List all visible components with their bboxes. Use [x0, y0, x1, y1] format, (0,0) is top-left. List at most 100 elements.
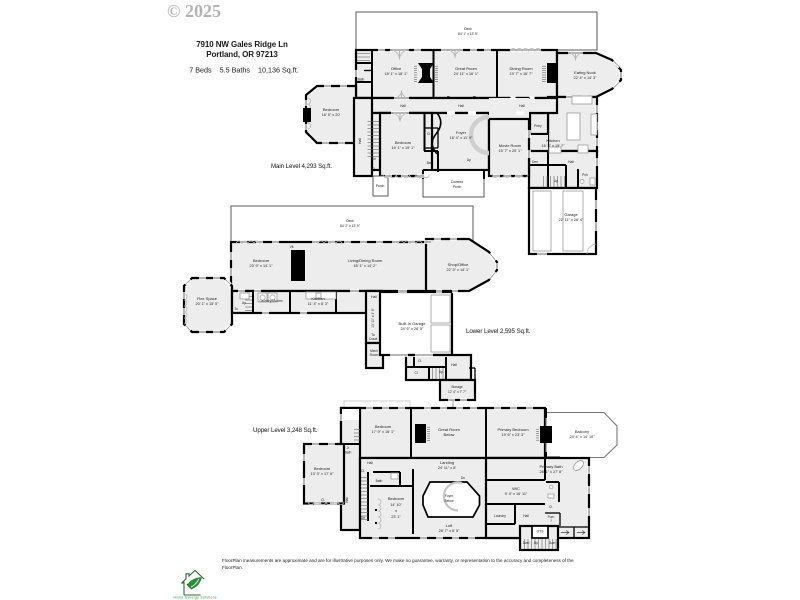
svg-text:Dining Room: Dining Room: [509, 66, 533, 71]
svg-text:23' 9" x 14' 1": 23' 9" x 14' 1": [250, 264, 274, 268]
svg-text:24' 11" x 16' 1": 24' 11" x 16' 1": [454, 72, 479, 76]
svg-text:Garage: Garage: [564, 212, 578, 217]
svg-text:Balcony: Balcony: [575, 429, 589, 434]
svg-text:Hall: Hall: [371, 295, 377, 299]
svg-text:84' 2" x 13' 9": 84' 2" x 13' 9": [340, 224, 361, 228]
svg-text:18' 1" x 18' 1": 18' 1" x 18' 1": [385, 72, 409, 76]
svg-text:Built-In Garage: Built-In Garage: [399, 321, 427, 326]
svg-text:Eating Nook: Eating Nook: [574, 70, 596, 75]
svg-text:24' 11" x 8': 24' 11" x 8': [438, 466, 456, 470]
svg-text:Shop/Office: Shop/Office: [448, 262, 470, 267]
svg-text:Lower Level 2,595 Sq.ft.: Lower Level 2,595 Sq.ft.: [466, 328, 531, 335]
svg-text:22' 11" x 26' 4": 22' 11" x 26' 4": [559, 218, 584, 222]
svg-text:Up: Up: [439, 370, 443, 374]
svg-text:Hall: Hall: [345, 497, 349, 503]
svg-text:Bedroom: Bedroom: [323, 107, 340, 112]
svg-text:7910 NW Gales Ridge Ln: 7910 NW Gales Ridge Ln: [196, 40, 288, 49]
svg-text:Dn: Dn: [372, 157, 376, 161]
svg-text:FloorPlan measurements are app: FloorPlan measurements are approximate a…: [222, 558, 574, 563]
svg-text:Up: Up: [242, 301, 246, 305]
svg-text:Cl.: Cl.: [372, 167, 376, 171]
svg-text:Primary Bedroom: Primary Bedroom: [497, 427, 529, 432]
svg-text:28' 1" x 27' 8": 28' 1" x 27' 8": [540, 470, 564, 474]
svg-text:84' 1" x 13' 9": 84' 1" x 13' 9": [458, 32, 479, 36]
svg-text:Main Level 4,293 Sq.ft.: Main Level 4,293 Sq.ft.: [271, 163, 332, 170]
svg-text:Hall: Hall: [458, 104, 464, 108]
svg-text:Great Room: Great Room: [455, 66, 477, 71]
svg-text:16' 5" x 20': 16' 5" x 20': [322, 113, 341, 117]
svg-text:© 2025: © 2025: [167, 1, 221, 21]
svg-text:Kitchen: Kitchen: [311, 296, 324, 301]
svg-text:9' 4" x 16' 11": 9' 4" x 16' 11": [505, 492, 528, 496]
svg-text:Bath: Bath: [358, 78, 365, 82]
svg-text:Cl.: Cl.: [361, 469, 365, 473]
svg-text:Crawl: Crawl: [232, 311, 241, 315]
svg-text:7 Beds 5.5 Baths 10,136: 7 Beds 5.5 Baths 10,136 Sq.ft.: [189, 66, 298, 75]
svg-text:Below: Below: [444, 432, 455, 437]
svg-text:Deck: Deck: [464, 27, 472, 31]
svg-text:Jr: Jr: [347, 446, 351, 450]
svg-text:Cl: Cl: [414, 371, 417, 375]
svg-text:28' 7" x 6' 5": 28' 7" x 6' 5": [439, 529, 460, 533]
svg-text:22' 3" x 14' 1": 22' 3" x 14' 1": [447, 268, 471, 272]
svg-text:Upper Level 3,248 Sq.ft.: Upper Level 3,248 Sq.ft.: [253, 427, 318, 434]
svg-text:Mech: Mech: [370, 349, 378, 353]
svg-text:Office: Office: [391, 66, 402, 71]
svg-text:20' 1" x 15' 5": 20' 1" x 15' 5": [196, 302, 220, 306]
svg-text:Bedroom: Bedroom: [314, 466, 331, 471]
svg-text:Hall: Hall: [523, 514, 529, 518]
svg-text:Below: Below: [445, 499, 455, 503]
svg-text:Home Synergy Solutions: Home Synergy Solutions: [174, 596, 217, 600]
svg-text:Cl.: Cl.: [418, 359, 422, 363]
svg-text:Bath: Bath: [427, 161, 434, 165]
svg-text:19' 6" x 23' 3": 19' 6" x 23' 3": [502, 433, 526, 437]
svg-text:Porch: Porch: [376, 184, 385, 188]
svg-text:Primary Bath: Primary Bath: [539, 464, 562, 469]
svg-text:Cl.: Cl.: [427, 132, 431, 136]
svg-text:Up: Up: [467, 158, 471, 162]
svg-text:Cl.: Cl.: [549, 505, 553, 509]
svg-text:Great Room: Great Room: [438, 427, 460, 432]
svg-text:22' 4" x 14' 3": 22' 4" x 14' 3": [574, 76, 598, 80]
svg-text:Dwn: Dwn: [523, 541, 530, 545]
svg-text:16' 3" x 19' 7": 16' 3" x 19' 7": [542, 144, 566, 148]
svg-text:Bedroom: Bedroom: [375, 424, 392, 429]
svg-text:Movie Room: Movie Room: [499, 143, 522, 148]
svg-text:Dn: Dn: [361, 516, 365, 520]
svg-text:WIC: WIC: [512, 486, 520, 491]
svg-text:OTS: OTS: [537, 530, 545, 534]
svg-text:Bath: Bath: [345, 451, 352, 455]
svg-text:Up: Up: [534, 541, 538, 545]
svg-text:Pch: Pch: [582, 173, 588, 177]
svg-text:16' 1" x 19' 1": 16' 1" x 19' 1": [392, 146, 416, 150]
svg-text:Living/Dining Room: Living/Dining Room: [348, 258, 383, 263]
svg-text:Cl.: Cl.: [321, 498, 325, 502]
svg-text:Vlt.: Vlt.: [290, 245, 295, 249]
svg-text:15' 7" x 20' 1": 15' 7" x 20' 1": [499, 149, 523, 153]
svg-text:Bedroom: Bedroom: [395, 140, 412, 145]
svg-text:Hall: Hall: [451, 363, 457, 367]
svg-text:13' 11" x 3' 6": 13' 11" x 3' 6": [371, 307, 375, 327]
svg-text:17' 9" x 16' 1": 17' 9" x 16' 1": [372, 430, 396, 434]
svg-text:Deck: Deck: [346, 219, 354, 223]
svg-text:11' 4" x 8' 3": 11' 4" x 8' 3": [308, 302, 329, 306]
svg-text:Pntry: Pntry: [534, 124, 542, 128]
svg-text:19' 7" x 16' 7": 19' 7" x 16' 7": [510, 72, 534, 76]
svg-text:Flex Space: Flex Space: [197, 296, 218, 301]
svg-text:FloorPlan.: FloorPlan.: [222, 565, 243, 570]
svg-text:45' 1" x 14' 2": 45' 1" x 14' 2": [354, 264, 378, 268]
svg-text:Dwn: Dwn: [549, 541, 556, 545]
svg-text:Kitchen: Kitchen: [546, 138, 559, 143]
svg-text:x: x: [395, 509, 397, 513]
svg-text:Portland, OR 97213: Portland, OR 97213: [206, 50, 278, 59]
svg-text:Crawl: Crawl: [369, 337, 378, 341]
svg-text:12' 4" x 7' 7": 12' 4" x 7' 7": [448, 390, 467, 394]
svg-text:Hall: Hall: [519, 104, 525, 108]
svg-text:Laundry/Mudrm: Laundry/Mudrm: [259, 299, 282, 303]
svg-text:Up: Up: [554, 179, 558, 183]
svg-text:Furn: Furn: [548, 515, 555, 519]
svg-text:Room: Room: [370, 353, 379, 357]
svg-text:Hall: Hall: [358, 138, 362, 144]
svg-text:13' 3" x 17' 6": 13' 3" x 17' 6": [311, 472, 335, 476]
svg-text:Hall: Hall: [367, 461, 373, 465]
